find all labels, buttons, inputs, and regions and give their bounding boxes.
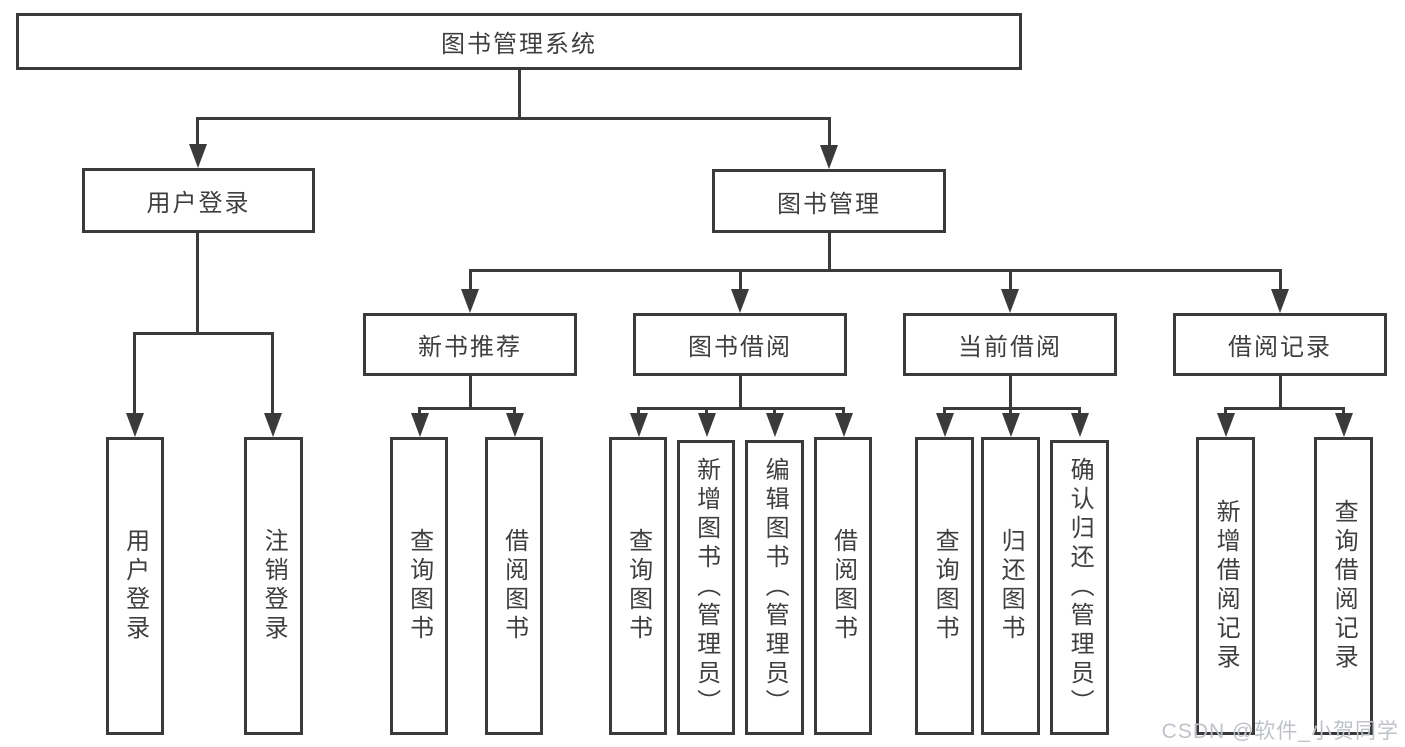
node-borrowing-records: 借阅记录 <box>1173 313 1387 376</box>
leaf-label: 注销登录 <box>260 528 288 644</box>
leaf-edit-books-admin: 编辑图书（管理员） <box>745 440 804 735</box>
connector-drop-borrow-books-2 <box>842 407 845 417</box>
arrowhead-confirm-return <box>1071 413 1089 437</box>
connector-drop-add-books <box>705 407 708 417</box>
leaf-borrow-books-2: 借阅图书 <box>814 437 872 735</box>
leaf-return-books: 归还图书 <box>981 437 1040 735</box>
leaf-add-borrow-record: 新增借阅记录 <box>1196 437 1255 735</box>
leaf-query-books-1: 查询图书 <box>390 437 448 735</box>
connector-level3-rail <box>469 269 1282 272</box>
leaf-label: 查询借阅记录 <box>1330 499 1358 673</box>
connector-drop-user-login <box>196 117 199 147</box>
connector-book-borrowing-stem <box>739 376 742 410</box>
node-label: 新书推荐 <box>418 334 522 361</box>
leaf-label: 编辑图书（管理员） <box>761 457 789 718</box>
arrowhead-borrow-books-2 <box>835 413 853 437</box>
connector-drop-leaf-user-login <box>133 332 136 416</box>
connector-drop-query-borrow-record <box>1342 407 1345 417</box>
arrowhead-new-book-recommend <box>461 289 479 313</box>
leaf-label: 新增借阅记录 <box>1212 499 1240 673</box>
leaf-label: 借阅图书 <box>829 528 857 644</box>
node-label: 用户登录 <box>146 190 251 217</box>
connector-root-stem <box>518 70 521 119</box>
leaf-label: 用户登录 <box>121 528 149 644</box>
connector-drop-add-borrow-record <box>1224 407 1227 417</box>
node-current-borrowing: 当前借阅 <box>903 313 1117 376</box>
arrowhead-return-books <box>1002 413 1020 437</box>
arrowhead-edit-books <box>766 413 784 437</box>
connector-new-book-recommend-stem <box>469 376 472 410</box>
connector-drop-new-book-recommend <box>469 269 472 291</box>
leaf-label: 查询图书 <box>624 528 652 644</box>
leaf-borrow-books-1: 借阅图书 <box>485 437 543 735</box>
leaf-logout: 注销登录 <box>244 437 303 735</box>
arrowhead-book-management <box>820 145 838 169</box>
leaf-query-borrow-record: 查询借阅记录 <box>1314 437 1373 735</box>
arrowhead-leaf-user-login <box>126 413 144 437</box>
node-book-management: 图书管理 <box>712 169 946 233</box>
connector-drop-leaf-logout <box>271 332 274 416</box>
node-label: 图书管理 <box>777 190 881 218</box>
connector-current-borrowing-rail <box>943 407 1081 410</box>
node-label: 借阅记录 <box>1228 334 1332 361</box>
connector-current-borrowing-stem <box>1009 376 1012 410</box>
arrowhead-leaf-logout <box>264 413 282 437</box>
csdn-watermark: CSDN @软件_小贺同学 <box>1161 720 1399 743</box>
leaf-add-books-admin: 新增图书（管理员） <box>677 440 735 735</box>
connector-level2-rail <box>196 117 831 120</box>
arrowhead-query-books-2 <box>630 413 648 437</box>
arrowhead-query-books-1 <box>411 413 429 437</box>
connector-drop-borrow-books-1 <box>513 407 516 417</box>
connector-borrowing-records-rail <box>1224 407 1345 410</box>
connector-drop-return-books <box>1009 407 1012 417</box>
leaf-label: 确认归还（管理员） <box>1066 457 1094 718</box>
connector-drop-confirm-return <box>1078 407 1081 417</box>
leaf-confirm-return-admin: 确认归还（管理员） <box>1050 440 1109 735</box>
connector-user-login-stem <box>196 233 199 335</box>
arrowhead-query-books-3 <box>936 413 954 437</box>
connector-borrowing-records-stem <box>1279 376 1282 410</box>
arrowhead-borrow-books-1 <box>506 413 524 437</box>
arrowhead-book-borrowing <box>731 289 749 313</box>
arrowhead-borrowing-records <box>1271 289 1289 313</box>
connector-drop-book-management <box>828 117 831 147</box>
leaf-label: 新增图书（管理员） <box>692 457 720 718</box>
node-label: 图书借阅 <box>688 334 792 361</box>
arrowhead-user-login <box>189 144 207 168</box>
connector-user-login-rail <box>133 332 274 335</box>
connector-drop-query-books-3 <box>943 407 946 417</box>
connector-drop-current-borrowing <box>1009 269 1012 291</box>
leaf-label: 查询图书 <box>931 528 959 644</box>
connector-drop-edit-books <box>773 407 776 417</box>
connector-drop-query-books-2 <box>637 407 640 417</box>
node-user-login: 用户登录 <box>82 168 315 233</box>
leaf-label: 归还图书 <box>997 528 1025 644</box>
connector-new-book-recommend-rail <box>418 407 516 410</box>
arrowhead-add-books <box>698 413 716 437</box>
arrowhead-current-borrowing <box>1001 289 1019 313</box>
leaf-label: 查询图书 <box>405 528 433 644</box>
connector-book-borrowing-rail <box>637 407 845 410</box>
leaf-query-books-3: 查询图书 <box>915 437 974 735</box>
leaf-label: 借阅图书 <box>500 528 528 644</box>
node-book-borrowing: 图书借阅 <box>633 313 847 376</box>
leaf-user-login: 用户登录 <box>106 437 164 735</box>
node-label: 当前借阅 <box>958 334 1062 361</box>
node-library-system: 图书管理系统 <box>16 13 1022 70</box>
connector-drop-borrowing-records <box>1279 269 1282 291</box>
node-new-book-recommend: 新书推荐 <box>363 313 577 376</box>
connector-book-management-stem <box>828 233 831 271</box>
connector-drop-book-borrowing <box>739 269 742 291</box>
leaf-query-books-2: 查询图书 <box>609 437 667 735</box>
connector-drop-query-books-1 <box>418 407 421 417</box>
arrowhead-query-borrow-record <box>1335 413 1353 437</box>
node-label: 图书管理系统 <box>441 31 597 58</box>
arrowhead-add-borrow-record <box>1217 413 1235 437</box>
